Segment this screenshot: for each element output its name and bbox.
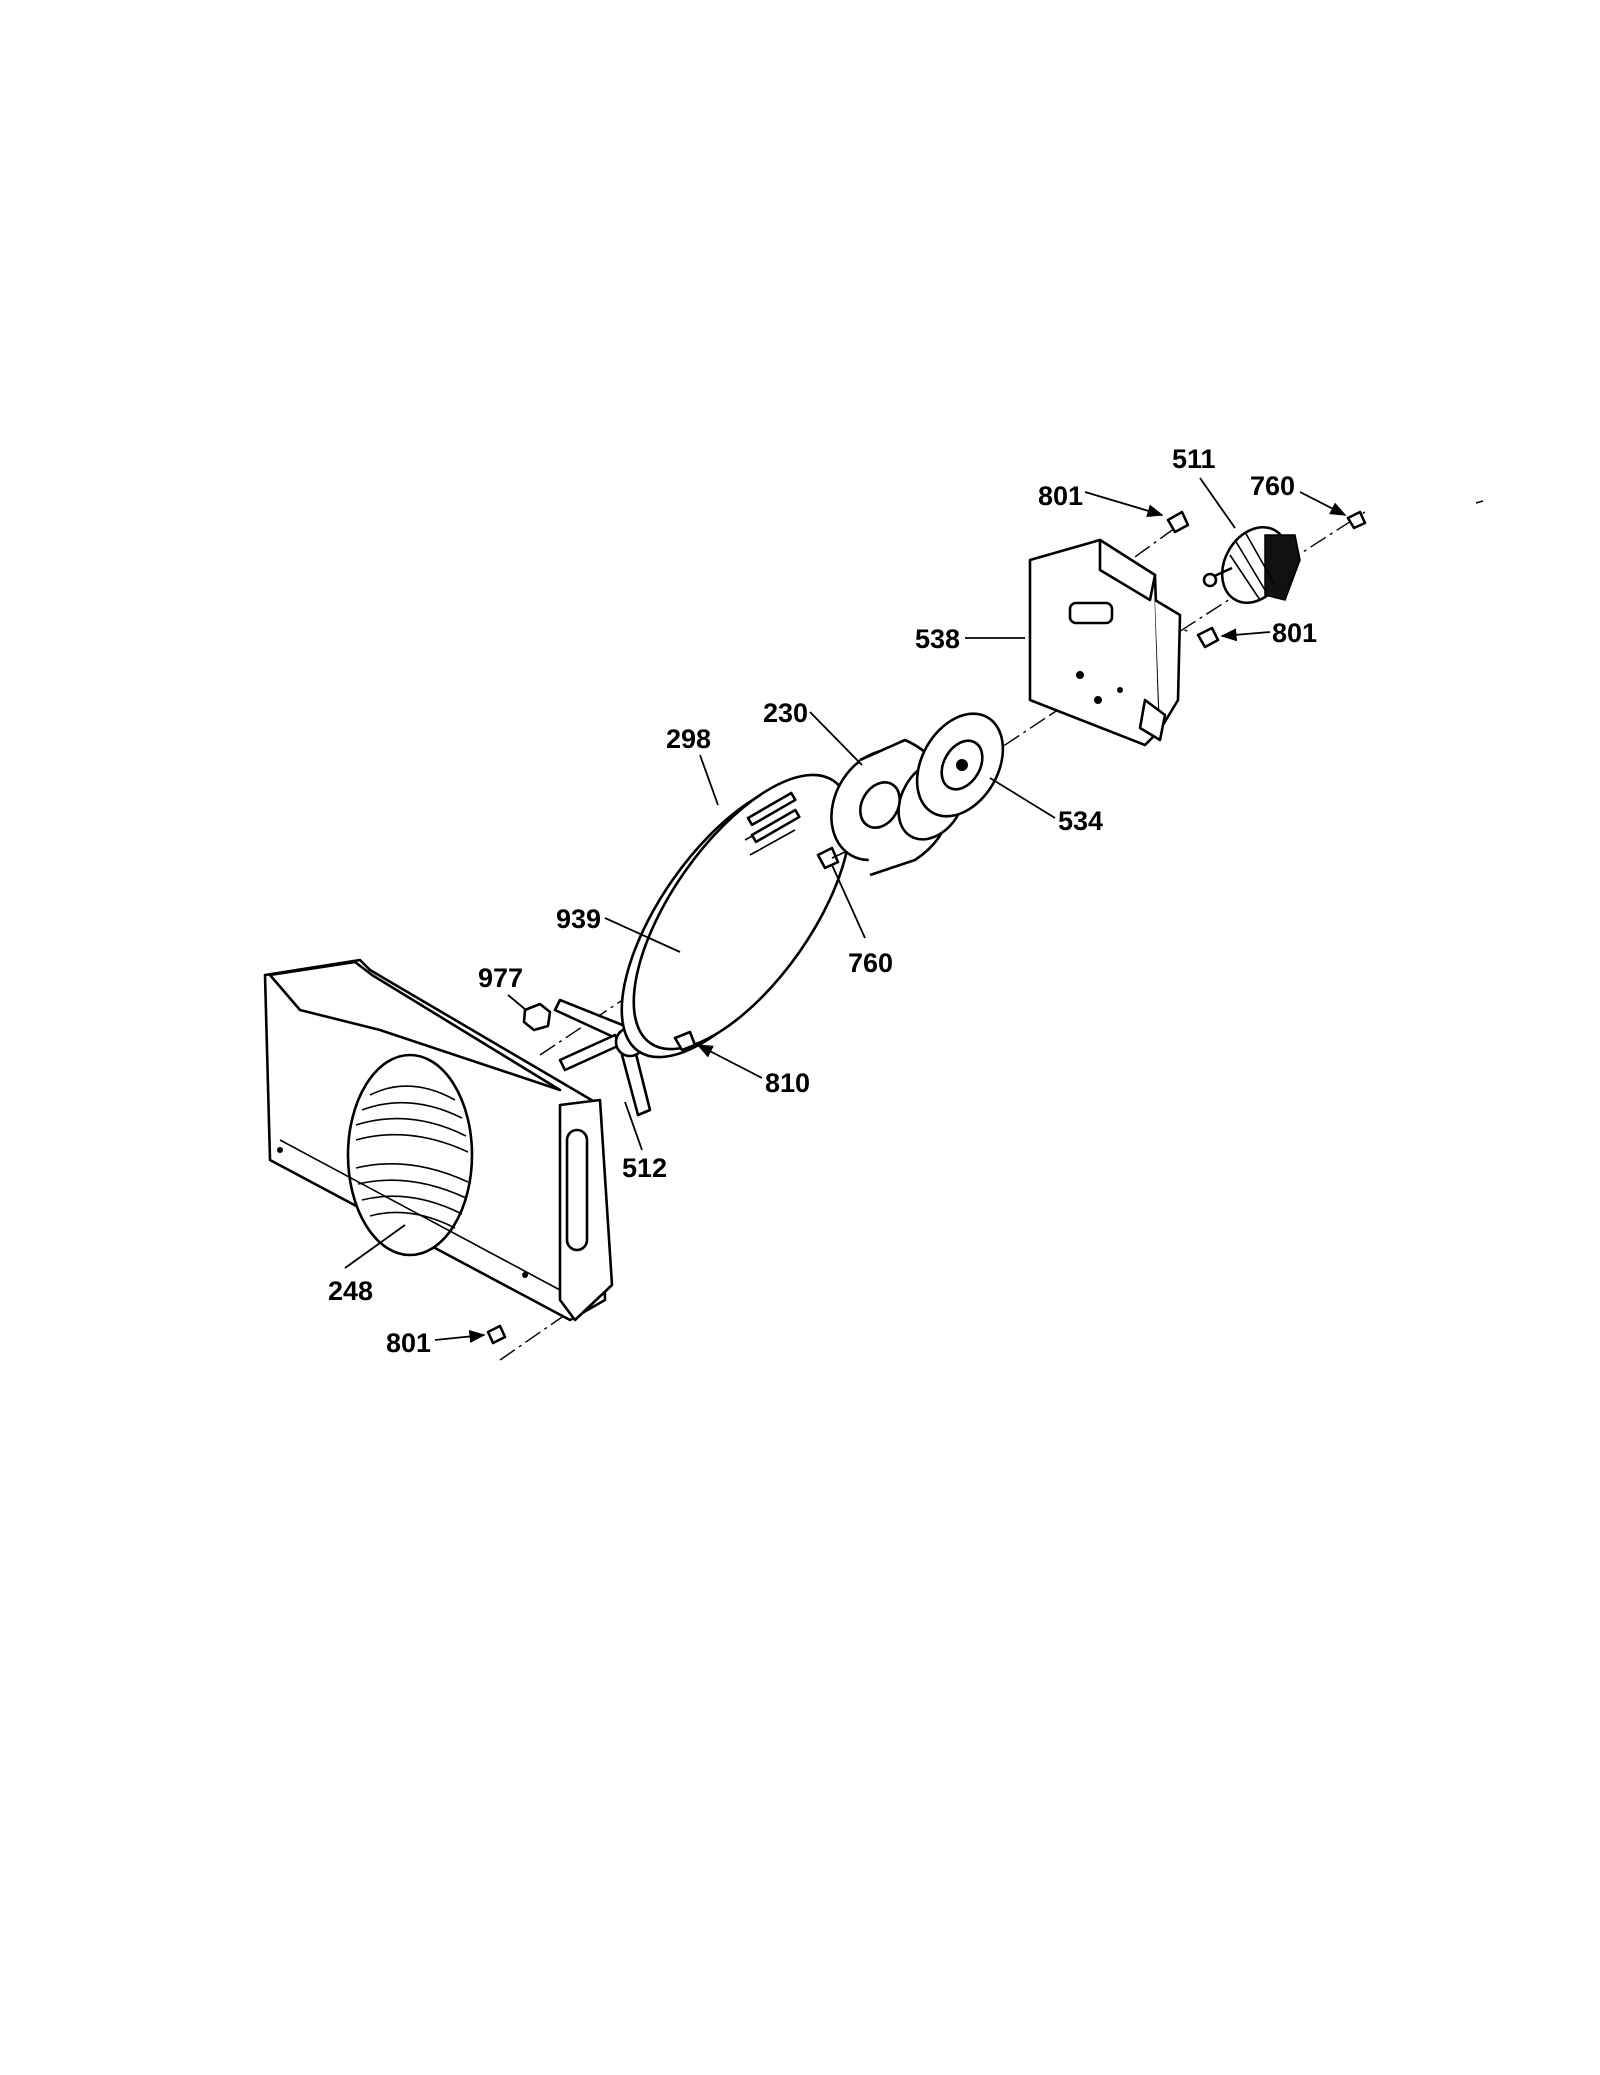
callout-977: 977 (478, 963, 523, 993)
convection-fan-motor (1202, 525, 1301, 605)
callout-801-top: 801 (1038, 481, 1083, 511)
callout-512: 512 (622, 1153, 667, 1183)
callout-230: 230 (763, 698, 808, 728)
callout-801-bottom: 801 (386, 1328, 431, 1358)
callout-801-right: 801 (1272, 618, 1317, 648)
screw-801-top (1166, 510, 1190, 534)
motor-flange (915, 712, 1005, 818)
callout-810: 810 (765, 1068, 810, 1098)
heating-element-ring (620, 773, 852, 1059)
stray-mark (1475, 500, 1484, 504)
callout-760-top: 760 (1250, 471, 1295, 501)
callout-248: 248 (328, 1276, 373, 1306)
leader-lines (344, 477, 1347, 1343)
screw-760-top (1346, 510, 1367, 530)
screw-810 (673, 1030, 697, 1052)
callout-538: 538 (915, 624, 960, 654)
fan-baffle-panel (263, 958, 614, 1322)
callout-298: 298 (666, 724, 711, 754)
callout-939: 939 (556, 904, 601, 934)
screw-801-bottom (486, 1324, 507, 1345)
callout-534: 534 (1058, 806, 1103, 836)
callout-labels: 801 511 760 538 801 230 298 534 760 939 … (328, 444, 1317, 1358)
callout-511: 511 (1172, 444, 1216, 474)
nut-part (522, 1002, 552, 1032)
motor-mounting-bracket (1028, 538, 1182, 747)
screw-801-right (1196, 626, 1220, 649)
screw-760-mid (816, 846, 846, 870)
callout-760-mid: 760 (848, 948, 893, 978)
